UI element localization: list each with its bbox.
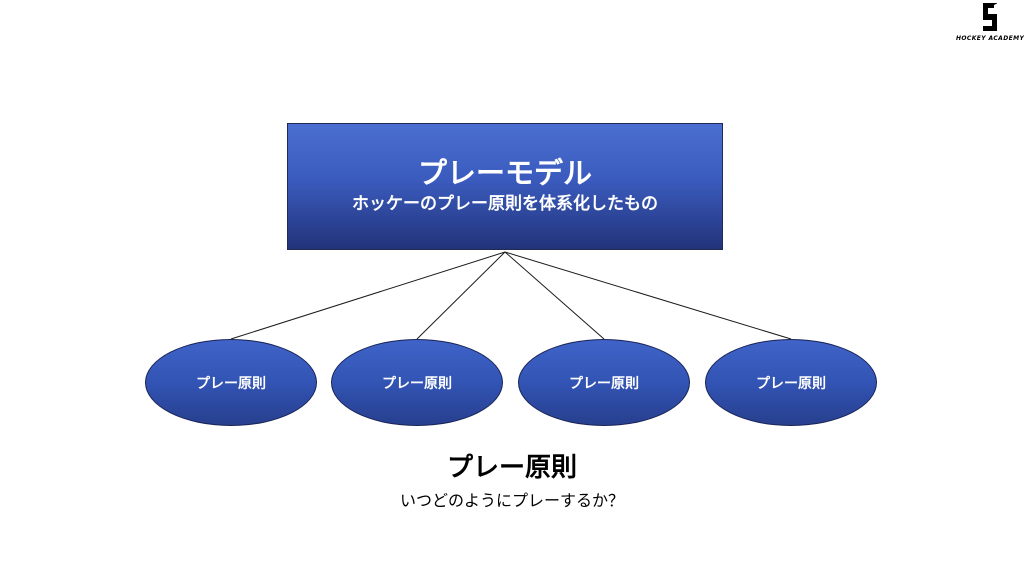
principle-label: プレー原則 (756, 375, 826, 392)
caption-title: プレー原則 (446, 453, 577, 483)
principle-label: プレー原則 (196, 375, 266, 392)
connector-line-2 (416, 251, 506, 340)
logo-text: HOCKEY ACADEMY (956, 35, 1024, 42)
caption: プレー原則 いつどのようにプレーするか？ (312, 452, 712, 512)
principle-node-2: プレー原則 (331, 339, 503, 426)
brand-logo: HOCKEY ACADEMY (956, 0, 1024, 48)
connector-line-3 (504, 251, 605, 340)
principle-node-1: プレー原則 (145, 339, 317, 426)
play-model-title: プレーモデル (417, 155, 592, 190)
play-model-box: プレーモデル ホッケーのプレー原則を体系化したもの (287, 123, 723, 250)
connector-line-1 (230, 251, 506, 340)
caption-subtitle: いつどのようにプレーするか？ (399, 491, 624, 510)
principle-label: プレー原則 (382, 375, 452, 392)
principle-node-3: プレー原則 (518, 339, 690, 426)
connector-line-4 (504, 251, 792, 340)
play-model-subtitle: ホッケーのプレー原則を体系化したもの (352, 193, 658, 214)
principle-node-4: プレー原則 (705, 339, 877, 426)
principle-label: プレー原則 (569, 375, 639, 392)
hockey-academy-logo-icon (983, 3, 998, 31)
